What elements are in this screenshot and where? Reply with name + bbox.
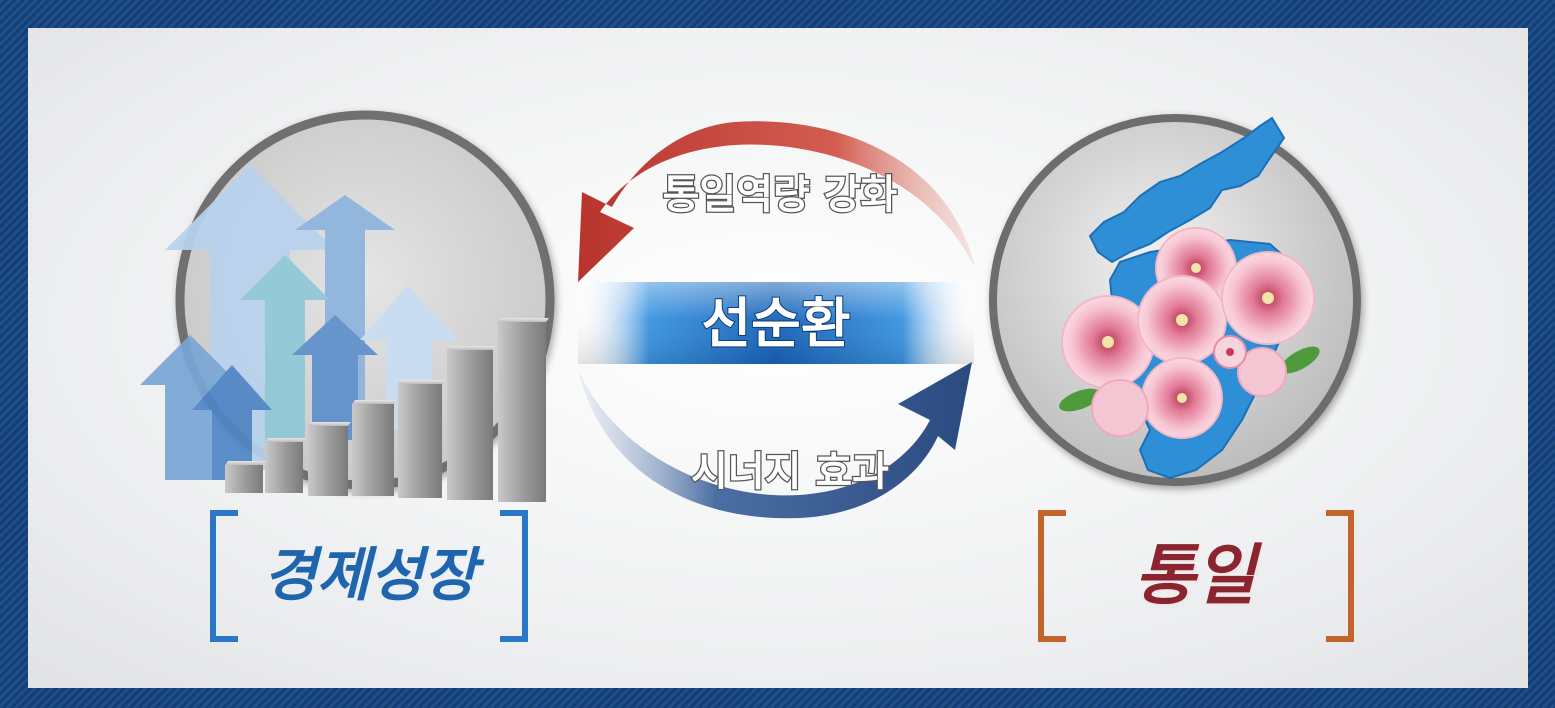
right-bracket-open [1038,510,1066,642]
left-bracket-close [500,510,528,642]
center-label: 선순환 [701,292,850,355]
top-arrow-label: 통일역량 강화 [663,172,898,218]
unification-label: 통일 [1134,536,1256,614]
bottom-arrow-label: 시너지 효과 [691,449,889,495]
bottom-arrow [578,362,972,519]
center-band [578,282,974,364]
top-arrow [578,121,975,282]
unification-illustration [989,114,1361,486]
economic-growth-label: 경제성장 [263,541,477,609]
economic-growth-illustration [140,110,555,502]
right-bracket-close [1326,510,1354,642]
left-bracket-open [210,510,238,642]
